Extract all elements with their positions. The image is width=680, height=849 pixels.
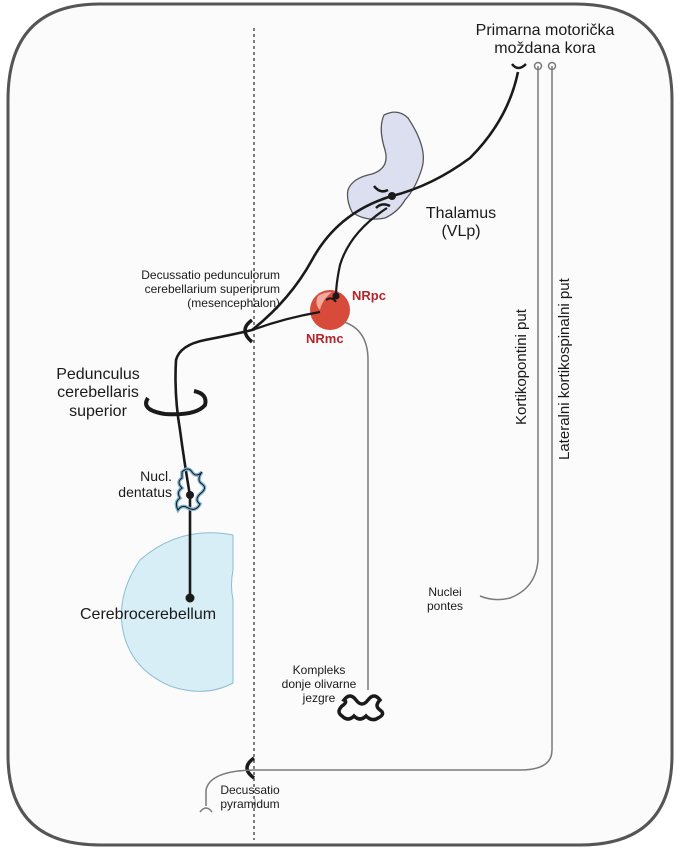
pontine-label-line2: pontes <box>412 600 478 614</box>
dentate-label-line1: Nucl. <box>100 468 172 484</box>
nrpc-label: NRpc <box>352 289 386 304</box>
cerebrocerebellum-label: Cerebrocerebellum <box>80 606 216 624</box>
decussatio-superior-line1: Decussatio pedunculorum <box>100 269 280 283</box>
olive-label-line2: donje olivarne <box>272 678 366 692</box>
dentate-label-line2: dentatus <box>100 484 172 500</box>
peduncle-label-line1: Pedunculus <box>48 366 148 384</box>
decussatio-superior-line2: cerebellarium superiorum <box>100 283 280 297</box>
thalamus-label-line1: Thalamus <box>418 205 504 223</box>
thalamus-label-line2: (VLp) <box>418 223 504 241</box>
pontine-label-line1: Nuclei <box>412 586 478 600</box>
peduncle-label-line2: cerebellaris <box>48 384 148 402</box>
red-nucleus <box>310 290 350 330</box>
cortex-label-line1: Primarna motorička <box>465 22 625 40</box>
decussatio-superior-line3: (mesencephalon) <box>100 297 280 311</box>
dentate-node <box>186 491 194 499</box>
peduncle-label-line3: superior <box>48 403 148 421</box>
thalamus-node <box>388 192 396 200</box>
decussatio-superior-label: Decussatio pedunculorum cerebellarium su… <box>100 269 280 310</box>
thalamus-label: Thalamus (VLp) <box>418 205 504 242</box>
olive-label-line3: jezgre <box>272 692 366 706</box>
corticopontine-tract-label: Kortikopontini put <box>513 309 530 425</box>
pyramid-label-line1: Decussatio <box>210 784 290 798</box>
olive-label-line1: Kompleks <box>272 664 366 678</box>
corticospinal-tract-label: Lateralni kortikospinalni put <box>556 278 573 460</box>
cortex-label-line2: moždana kora <box>465 40 625 58</box>
cerebrocerebellum-node <box>186 594 195 603</box>
peduncle-label: Pedunculus cerebellaris superior <box>48 366 148 421</box>
nrmc-label: NRmc <box>306 332 344 347</box>
pyramid-label-line2: pyramidum <box>210 798 290 812</box>
dentate-label: Nucl. dentatus <box>100 468 172 500</box>
cortex-label: Primarna motorička moždana kora <box>465 22 625 59</box>
olive-label: Kompleks donje olivarne jezgre <box>272 664 366 705</box>
pyramid-label: Decussatio pyramidum <box>210 784 290 812</box>
pontine-label: Nuclei pontes <box>412 586 478 614</box>
